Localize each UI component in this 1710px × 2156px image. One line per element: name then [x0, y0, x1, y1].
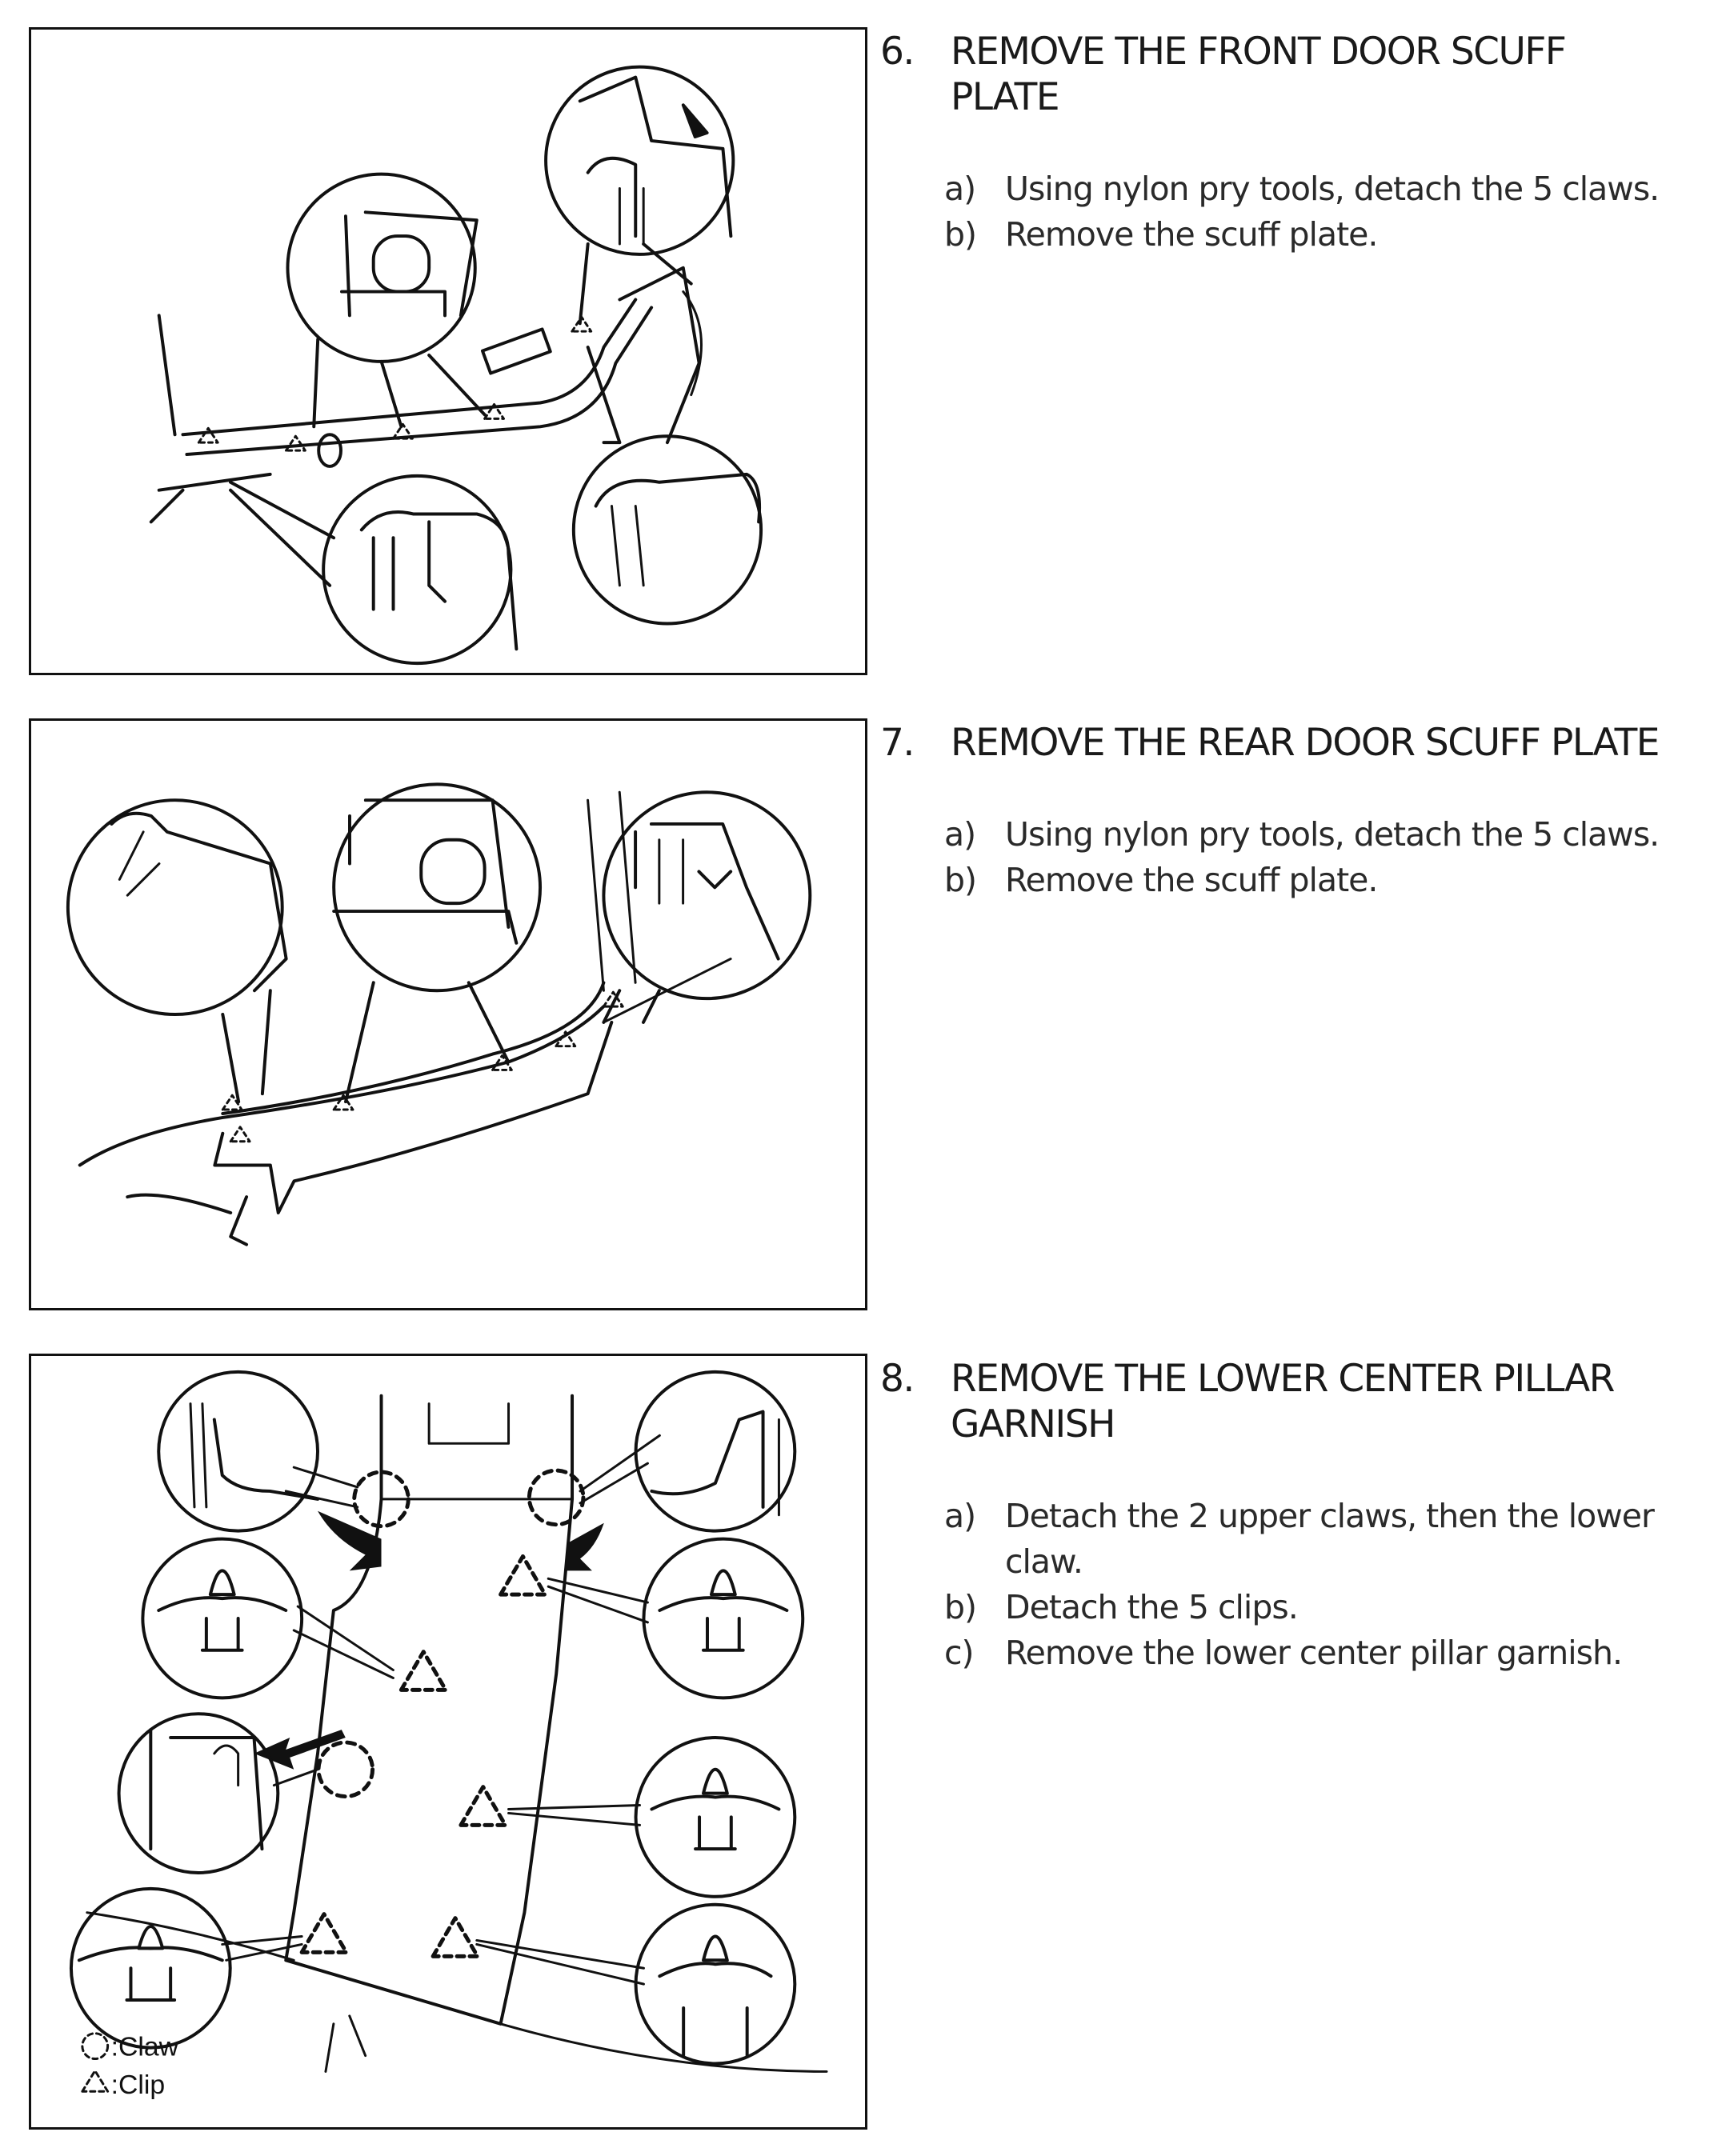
list-item: a) Using nylon pry tools, detach the 5 c… — [944, 166, 1680, 212]
clip-legend-icon — [81, 2069, 110, 2093]
substep-text: Remove the scuff plate. — [1005, 215, 1378, 254]
substep-text: Using nylon pry tools, detach the 5 claw… — [1005, 170, 1660, 208]
substep-letter: a) — [944, 170, 976, 208]
substep-text: Remove the lower center pillar garnish. — [1005, 1634, 1623, 1672]
rear-door-scuff-plate-illustration — [66, 782, 812, 1246]
step-number: 6. — [880, 30, 915, 74]
list-item: b) Remove the scuff plate. — [944, 212, 1680, 258]
step-8-heading: 8. REMOVE THE LOWER CENTER PILLAR GARNIS… — [880, 1356, 1680, 1447]
substep-letter: a) — [944, 1497, 976, 1535]
step-number: 8. — [880, 1357, 915, 1401]
claw-marker — [352, 1470, 410, 1529]
claw-marker — [527, 1468, 586, 1527]
list-item: a) Detach the 2 upper claws, then the lo… — [944, 1494, 1680, 1585]
list-item: b) Remove the scuff plate. — [944, 858, 1680, 903]
claw-legend-icon — [81, 2032, 110, 2061]
substep-text: Remove the scuff plate. — [1005, 861, 1378, 899]
step-7: 7. REMOVE THE REAR DOOR SCUFF PLATE a) U… — [880, 720, 1680, 903]
substep-text: Using nylon pry tools, detach the 5 claw… — [1005, 815, 1660, 854]
lower-center-pillar-garnish-illustration: :Claw :Clip — [69, 1370, 828, 2100]
substep-letter: b) — [944, 215, 977, 254]
substep-letter: c) — [944, 1634, 975, 1672]
step-6: 6. REMOVE THE FRONT DOOR SCUFF PLATE a) … — [880, 29, 1680, 258]
step-title: REMOVE THE LOWER CENTER PILLAR GARNISH — [951, 1357, 1615, 1446]
step-6-substeps: a) Using nylon pry tools, detach the 5 c… — [880, 166, 1680, 258]
list-item: a) Using nylon pry tools, detach the 5 c… — [944, 812, 1680, 858]
list-item: c) Remove the lower center pillar garnis… — [944, 1630, 1680, 1676]
figure-lower-center-pillar-garnish: :Claw :Clip — [29, 1354, 867, 2130]
substep-letter: a) — [944, 815, 976, 854]
front-door-scuff-plate-illustration — [149, 65, 763, 666]
claw-marker — [316, 1740, 375, 1799]
legend-claw-label: :Claw — [111, 2032, 179, 2062]
legend-clip-label: :Clip — [111, 2070, 166, 2100]
step-number: 7. — [880, 721, 915, 765]
step-title: REMOVE THE FRONT DOOR SCUFF PLATE — [951, 30, 1567, 119]
step-8-substeps: a) Detach the 2 upper claws, then the lo… — [880, 1494, 1680, 1676]
step-7-heading: 7. REMOVE THE REAR DOOR SCUFF PLATE — [880, 720, 1680, 766]
list-item: b) Detach the 5 clips. — [944, 1585, 1680, 1630]
substep-text: Detach the 2 upper claws, then the lower… — [1005, 1497, 1655, 1581]
figure-front-door-scuff-plate — [29, 27, 867, 675]
substep-letter: b) — [944, 861, 977, 899]
step-7-substeps: a) Using nylon pry tools, detach the 5 c… — [880, 812, 1680, 903]
step-8: 8. REMOVE THE LOWER CENTER PILLAR GARNIS… — [880, 1356, 1680, 1676]
figure-rear-door-scuff-plate — [29, 718, 867, 1310]
step-6-heading: 6. REMOVE THE FRONT DOOR SCUFF PLATE — [880, 29, 1680, 120]
substep-letter: b) — [944, 1588, 977, 1626]
substep-text: Detach the 5 clips. — [1005, 1588, 1299, 1626]
step-title: REMOVE THE REAR DOOR SCUFF PLATE — [951, 721, 1660, 765]
